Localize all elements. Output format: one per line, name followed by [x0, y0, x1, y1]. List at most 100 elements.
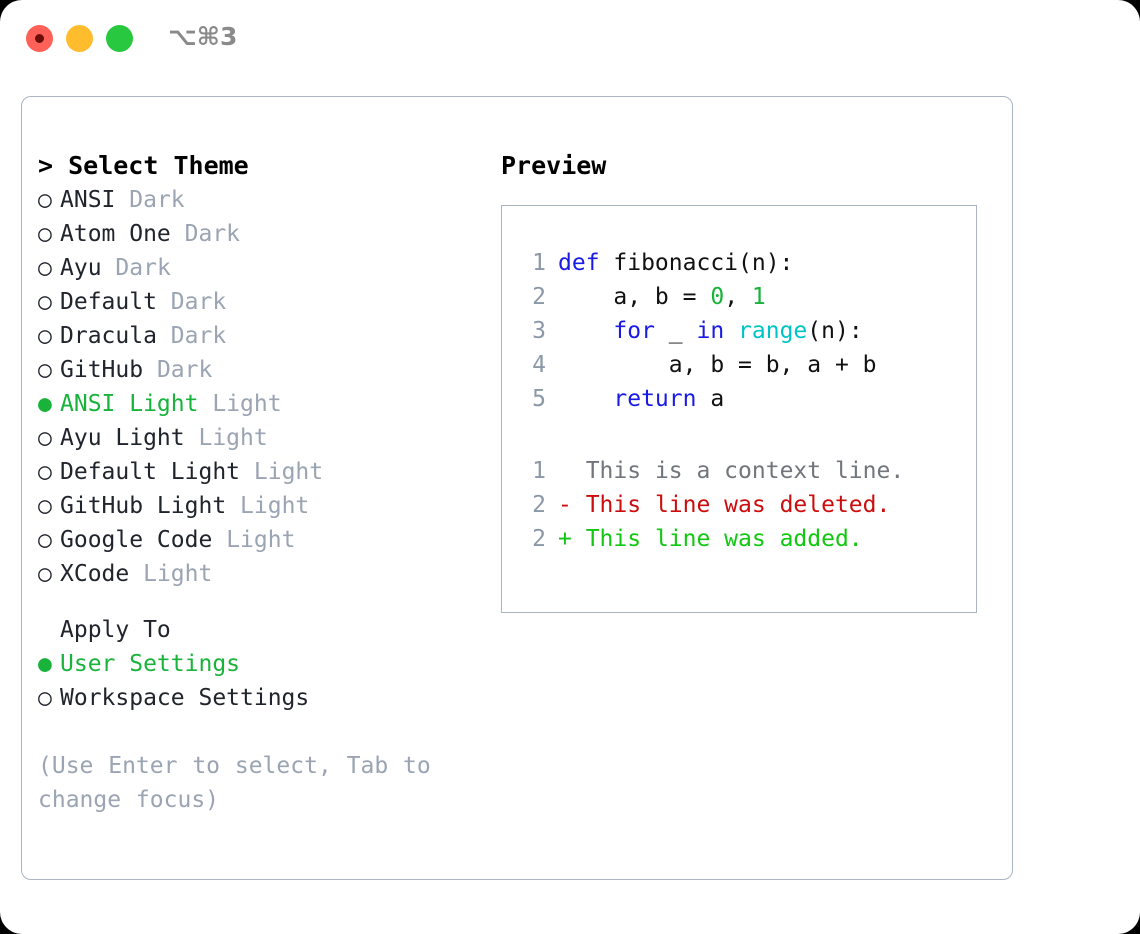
- preview-title: Preview: [501, 151, 607, 180]
- diff-line-number: 2: [532, 526, 546, 552]
- diff-line-number: 1: [532, 458, 546, 484]
- code-token-txt: [558, 386, 613, 412]
- diff-sample: 1 This is a context line.2- This line wa…: [518, 454, 968, 556]
- theme-option-github[interactable]: ○GitHub Dark: [38, 353, 478, 387]
- code-token-txt: fibonacci(n):: [599, 250, 794, 276]
- theme-option-label: ANSI Light: [60, 391, 199, 417]
- title-bar: ⌥⌘3: [0, 0, 1140, 78]
- theme-picker-column: > Select Theme ○ANSI Dark○Atom One Dark○…: [38, 149, 478, 817]
- code-token-txt: a: [696, 386, 725, 412]
- code-token-txt: (n):: [807, 318, 863, 344]
- theme-option-default-light[interactable]: ○Default Light Light: [38, 455, 478, 489]
- theme-variant-badge: Light: [226, 527, 296, 553]
- theme-option-ansi[interactable]: ○ ANSI Dark: [38, 183, 478, 217]
- theme-variant-badge: Dark: [156, 357, 213, 383]
- hint-spacer: [38, 715, 478, 749]
- radio-unselected-icon: ○: [38, 357, 52, 383]
- code-token-txt: a, b =: [558, 284, 711, 310]
- theme-option-google-code[interactable]: ○Google Code Light: [38, 523, 478, 557]
- radio-unselected-icon: ○: [38, 255, 52, 281]
- radio-unselected-icon: ○: [38, 459, 52, 485]
- code-line-content: return a: [558, 382, 724, 416]
- label-gap: [157, 319, 171, 353]
- section-spacer: [38, 591, 478, 613]
- theme-option-dracula[interactable]: ○ Dracula Dark: [38, 319, 478, 353]
- theme-option-label: Ayu: [60, 255, 102, 281]
- page-title: > Select Theme: [38, 151, 249, 180]
- code-token-num: 0: [710, 284, 725, 310]
- apply-to-option-list[interactable]: ●User Settings○Workspace Settings: [38, 647, 478, 715]
- theme-option-ansi-light[interactable]: ● ANSI Light Light: [38, 387, 478, 421]
- theme-option-label: Default: [60, 289, 157, 315]
- theme-option-label: ANSI: [60, 187, 116, 213]
- code-token-num: 1: [751, 284, 766, 310]
- theme-variant-badge: Dark: [129, 187, 185, 213]
- diff-line-text: This line was deleted.: [585, 492, 891, 518]
- theme-option-label: XCode: [60, 561, 130, 587]
- theme-option-ayu-light[interactable]: ○ Ayu Light Light: [38, 421, 478, 455]
- code-token-fn: range: [738, 318, 808, 344]
- label-gap: [129, 557, 143, 591]
- theme-option-atom-one[interactable]: ○Atom One Dark: [38, 217, 478, 251]
- theme-variant-badge: Dark: [170, 289, 227, 315]
- radio-unselected-icon: ○: [38, 187, 52, 213]
- radio-unselected-icon: ○: [38, 561, 52, 587]
- theme-option-label: Dracula: [60, 323, 157, 349]
- label-gap: [102, 251, 116, 285]
- theme-variant-badge: Dark: [115, 255, 171, 281]
- diff-marker: -: [558, 492, 586, 518]
- code-line-content: for _ in range(n):: [558, 314, 863, 348]
- apply-to-option-user-settings[interactable]: ●User Settings: [38, 647, 478, 681]
- theme-option-list[interactable]: ○ANSI Dark○Atom One Dark○Ayu Dark○Defaul…: [38, 183, 478, 591]
- label-gap: [157, 285, 171, 319]
- content-panel: > Select Theme ○ANSI Dark○Atom One Dark○…: [21, 96, 1013, 880]
- theme-option-xcode[interactable]: ○ XCode Light: [38, 557, 478, 591]
- code-line: 4 a, b = b, a + b: [518, 348, 968, 382]
- radio-selected-icon: ●: [38, 391, 52, 417]
- apply-to-option-label: Workspace Settings: [60, 685, 310, 711]
- code-token-kw: return: [613, 386, 697, 412]
- code-line-number: 5: [532, 386, 546, 412]
- label-gap: [185, 421, 199, 455]
- radio-unselected-icon: ○: [38, 425, 52, 451]
- theme-option-default[interactable]: ○Default Dark: [38, 285, 478, 319]
- theme-variant-badge: Light: [198, 425, 268, 451]
- diff-line: 2+ This line was added.: [518, 522, 968, 556]
- code-line: 3 for _ in range(n):: [518, 314, 968, 348]
- code-token-txt: _: [654, 318, 697, 344]
- keyboard-shortcut-label: ⌥⌘3: [168, 22, 238, 51]
- theme-variant-badge: Light: [240, 493, 310, 519]
- diff-marker: [558, 454, 586, 488]
- theme-variant-badge: Light: [143, 561, 213, 587]
- close-window-button[interactable]: [26, 25, 53, 52]
- theme-option-github-light[interactable]: ○GitHub Light Light: [38, 489, 478, 523]
- code-token-kw: in: [696, 318, 725, 344]
- radio-unselected-icon: ○: [38, 323, 52, 349]
- theme-option-label: Ayu Light: [60, 425, 185, 451]
- theme-option-ayu[interactable]: ○ Ayu Dark: [38, 251, 478, 285]
- keyboard-hint-text: (Use Enter to select, Tab to change focu…: [38, 753, 431, 813]
- diff-line: 2- This line was deleted.: [518, 488, 968, 522]
- label-gap: [212, 523, 226, 557]
- apply-to-option-workspace-settings[interactable]: ○Workspace Settings: [38, 681, 478, 715]
- code-line-content: a, b = 0, 1: [558, 280, 766, 314]
- label-gap: [171, 217, 185, 251]
- code-line-content: a, b = b, a + b: [558, 348, 877, 382]
- maximize-window-button[interactable]: [106, 25, 133, 52]
- label-gap: [240, 455, 254, 489]
- minimize-window-button[interactable]: [66, 25, 93, 52]
- code-line-number: 2: [532, 284, 546, 310]
- theme-option-label: Atom One: [60, 221, 171, 247]
- diff-line-number: 2: [532, 492, 546, 518]
- theme-variant-badge: Dark: [170, 323, 227, 349]
- diff-marker: +: [558, 526, 586, 552]
- code-token-kw: def: [558, 250, 600, 276]
- label-gap: [115, 183, 129, 217]
- code-line: 2 a, b = 0, 1: [518, 280, 968, 314]
- theme-variant-badge: Light: [253, 459, 324, 485]
- theme-variant-badge: Light: [212, 391, 282, 417]
- label-gap: [198, 387, 212, 421]
